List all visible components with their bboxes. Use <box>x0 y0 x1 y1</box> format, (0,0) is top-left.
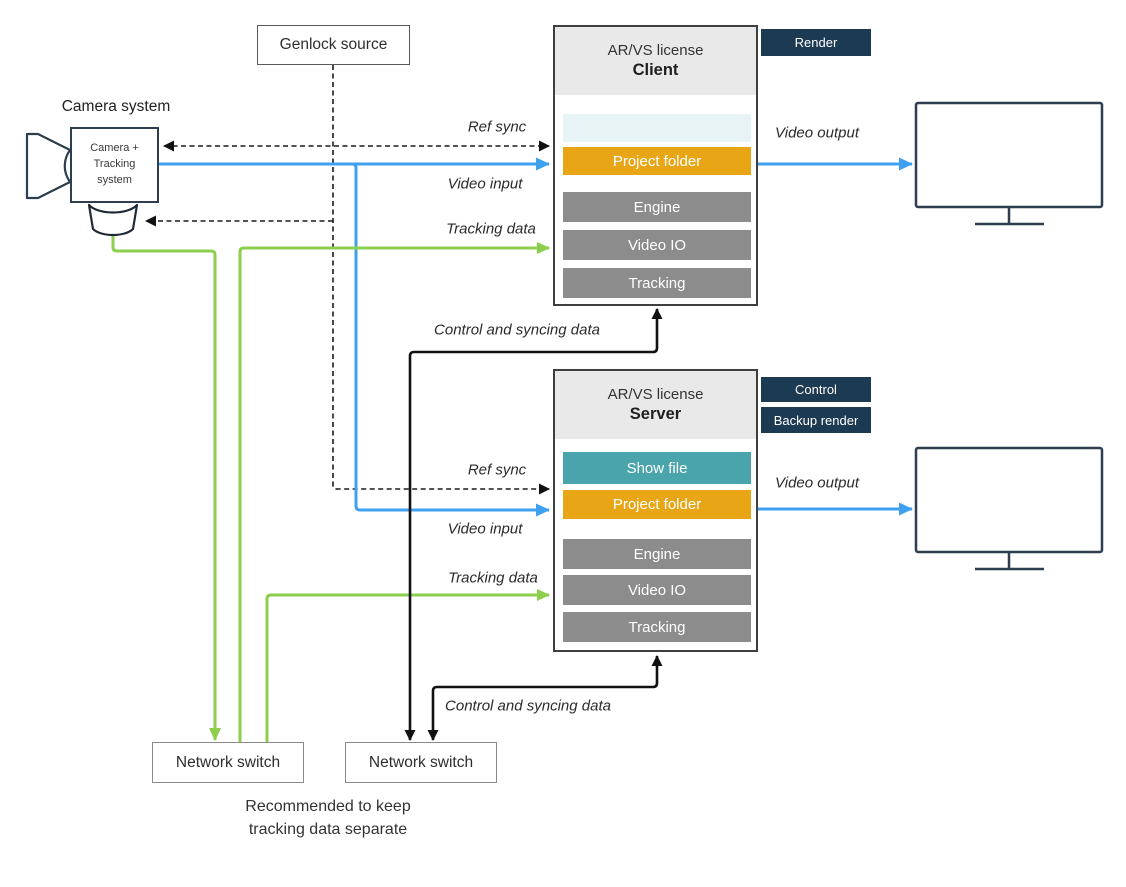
genlock-source-box: Genlock source <box>257 25 410 65</box>
client-tracking-label: Tracking <box>628 274 686 292</box>
server-role-label: Server <box>629 405 682 423</box>
camera-lens-icon <box>25 132 72 200</box>
client-render-badge-label: Render <box>794 35 838 50</box>
monitor-client-icon <box>914 101 1104 209</box>
server-control-badge: Control <box>761 377 871 402</box>
server-show-file-label: Show file <box>626 459 688 477</box>
tracking-data-server-label: Tracking data <box>448 569 538 587</box>
server-control-badge-label: Control <box>795 382 837 397</box>
video-input-client-label: Video input <box>447 175 523 193</box>
control-server-switch-line <box>427 655 663 741</box>
video-input-server-label: Video input <box>447 520 523 538</box>
server-engine: Engine <box>563 539 751 569</box>
client-role-label: Client <box>632 61 679 79</box>
tracking-note-line2: tracking data separate <box>248 821 408 838</box>
video-input-server-line <box>351 162 550 517</box>
camera-box-line2: Tracking <box>93 158 136 171</box>
tracking-note-line1: Recommended to keep <box>245 798 411 815</box>
client-header: AR/VS license Client <box>555 27 756 95</box>
network-switch-left-box: Network switch <box>152 742 304 783</box>
monitor-server-stand <box>975 552 1044 571</box>
server-project-folder: Project folder <box>563 490 751 519</box>
client-license-label: AR/VS license <box>607 42 704 59</box>
ref-sync-client-label: Ref sync <box>467 118 527 136</box>
server-video-io: Video IO <box>563 575 751 605</box>
tracking-switch-to-server-line <box>265 589 550 742</box>
control-sync-server-label: Control and syncing data <box>445 697 611 715</box>
camera-system-title: Camera system <box>61 98 171 115</box>
network-switch-right-label: Network switch <box>368 753 474 771</box>
client-node: AR/VS license Client Project folder Engi… <box>553 25 758 306</box>
client-render-badge: Render <box>761 29 871 56</box>
tracking-switch-to-client-line <box>238 242 550 742</box>
server-header: AR/VS license Server <box>555 371 756 439</box>
control-client-switch-line <box>404 308 663 741</box>
client-engine-label: Engine <box>633 198 681 216</box>
camera-box-line3: system <box>97 173 132 186</box>
server-engine-label: Engine <box>633 545 681 563</box>
client-empty-slot <box>563 114 751 142</box>
tracking-sensor-icon <box>87 203 139 237</box>
server-project-folder-label: Project folder <box>612 496 702 513</box>
camera-box-line1: Camera + <box>90 142 139 155</box>
server-backup-render-badge-label: Backup render <box>773 412 859 428</box>
server-show-file: Show file <box>563 452 751 484</box>
client-engine: Engine <box>563 192 751 222</box>
server-tracking: Tracking <box>563 612 751 642</box>
server-node: AR/VS license Server Show file Project f… <box>553 369 758 652</box>
server-backup-render-badge: Backup render <box>761 407 871 433</box>
client-project-folder-label: Project folder <box>612 152 702 170</box>
network-switch-left-label: Network switch <box>175 753 281 771</box>
client-video-io-label: Video IO <box>627 236 687 254</box>
client-video-io: Video IO <box>563 230 751 260</box>
video-output-client-label: Video output <box>775 124 859 142</box>
video-output-server-label: Video output <box>775 474 859 492</box>
server-tracking-label: Tracking <box>628 618 686 636</box>
camera-body-box: Camera + Tracking system <box>70 127 159 203</box>
network-switch-right-box: Network switch <box>345 742 497 783</box>
tracking-data-client-label: Tracking data <box>446 220 536 238</box>
server-license-label: AR/VS license <box>607 386 704 403</box>
ref-sync-server-label: Ref sync <box>467 461 527 479</box>
monitor-server-icon <box>914 446 1104 554</box>
genlock-source-label: Genlock source <box>279 36 388 53</box>
client-tracking: Tracking <box>563 268 751 298</box>
tracking-sensor-to-switch-line <box>111 235 221 741</box>
monitor-client-stand <box>975 207 1044 226</box>
client-project-folder: Project folder <box>563 147 751 175</box>
genlock-drop-and-server-refsync-line <box>332 65 550 495</box>
control-sync-client-label: Control and syncing data <box>434 321 600 339</box>
server-video-io-label: Video IO <box>627 581 687 599</box>
